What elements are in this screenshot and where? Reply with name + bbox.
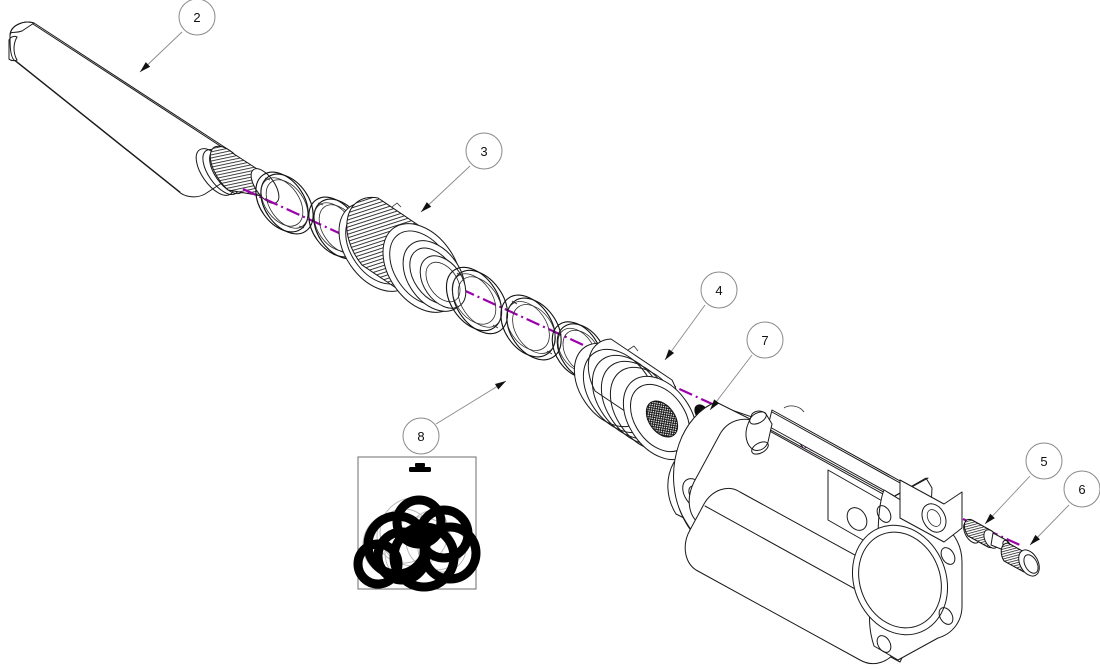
- rod-thread: [209, 145, 280, 204]
- balloon-3-circle[interactable]: [465, 132, 503, 170]
- part-cylinder-body: [667, 401, 963, 664]
- balloon-6[interactable]: 6: [1029, 470, 1100, 546]
- balloon-8-leader: [435, 380, 507, 425]
- bag-seal-clip: [409, 463, 431, 472]
- balloon-3-leader: [420, 165, 471, 213]
- balloon-4-leader: [664, 304, 706, 361]
- part-port-fitting: [963, 518, 1012, 553]
- balloon-4-arrowhead: [665, 349, 675, 360]
- part-gland-seal-ring-1: [445, 266, 509, 335]
- balloon-3-arrowhead: [421, 202, 432, 212]
- part-rod-gland-bearing: [338, 196, 467, 313]
- balloon-6-arrowhead: [1030, 534, 1040, 545]
- balloon-6-label: 6: [1078, 482, 1085, 497]
- balloon-8[interactable]: 8: [402, 380, 507, 455]
- balloon-2-label: 2: [193, 10, 200, 25]
- balloon-7-circle[interactable]: [746, 321, 784, 359]
- part-seal-kit: [353, 456, 481, 592]
- balloon-7[interactable]: 7: [709, 321, 784, 411]
- balloon-7-arrowhead: [710, 399, 720, 410]
- balloon-2-circle[interactable]: [178, 0, 216, 36]
- part-port-plug: [1000, 542, 1040, 577]
- balloon-8-circle[interactable]: [402, 417, 440, 455]
- balloon-6-circle[interactable]: [1063, 470, 1100, 508]
- balloon-3[interactable]: 3: [420, 132, 503, 213]
- balloon-8-label: 8: [417, 429, 424, 444]
- balloon-8-arrowhead: [494, 381, 506, 390]
- balloon-callout-layer: 2 3 4 7 8 5 6: [139, 0, 1100, 546]
- balloon-4-circle[interactable]: [700, 271, 738, 309]
- balloon-4[interactable]: 4: [664, 271, 738, 361]
- balloon-2-arrowhead: [140, 62, 151, 72]
- balloon-7-leader: [709, 354, 753, 411]
- balloon-2[interactable]: 2: [139, 0, 216, 73]
- balloon-5-arrowhead: [985, 513, 995, 524]
- seal-kit-orings: [353, 495, 481, 592]
- balloon-5-label: 5: [1040, 454, 1047, 469]
- balloon-3-label: 3: [480, 144, 487, 159]
- balloon-7-label: 7: [761, 333, 768, 348]
- part-rod-seal-ring-1: [255, 171, 314, 235]
- part-gland-seal-ring-2: [500, 294, 562, 361]
- balloon-5-circle[interactable]: [1025, 442, 1063, 480]
- balloon-4-label: 4: [715, 283, 722, 298]
- part-cylinder-rod: [8, 21, 280, 204]
- part-piston: [573, 338, 698, 461]
- balloon-5[interactable]: 5: [984, 442, 1063, 525]
